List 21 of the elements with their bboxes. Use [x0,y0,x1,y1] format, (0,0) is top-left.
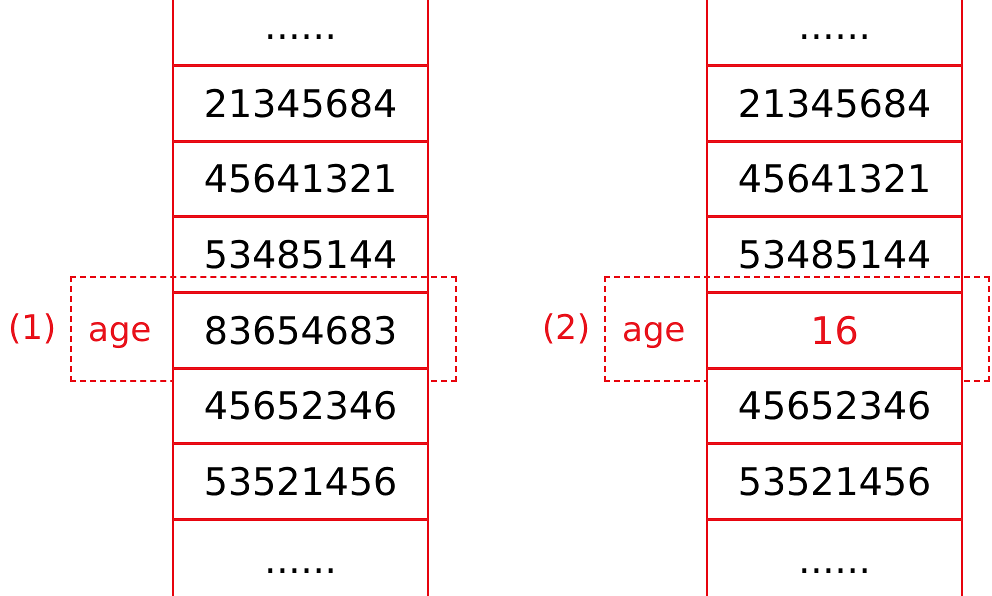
memory-cell: 45641321 [706,141,963,217]
memory-cell: 16 [706,292,963,369]
memory-cell: 45641321 [172,141,429,217]
step-number: (2) [542,308,590,348]
memory-cell: 83654683 [172,292,429,369]
memory-cell: 53485144 [706,216,963,293]
memory-cell: ...... [706,0,963,66]
memory-cell: 45652346 [706,368,963,444]
memory-cell: ...... [706,519,963,596]
memory-cell: 53485144 [172,216,429,293]
memory-cell: 53521456 [706,443,963,520]
dashed-highlight-box [604,276,990,382]
memory-cell: 21345684 [706,65,963,142]
memory-cell: ...... [172,0,429,66]
memory-cell: 45652346 [172,368,429,444]
memory-cell: 21345684 [172,65,429,142]
variable-name: age [88,310,152,350]
step-number: (1) [8,308,56,348]
memory-cell: 53521456 [172,443,429,520]
variable-name: age [622,310,686,350]
memory-cell: ...... [172,519,429,596]
